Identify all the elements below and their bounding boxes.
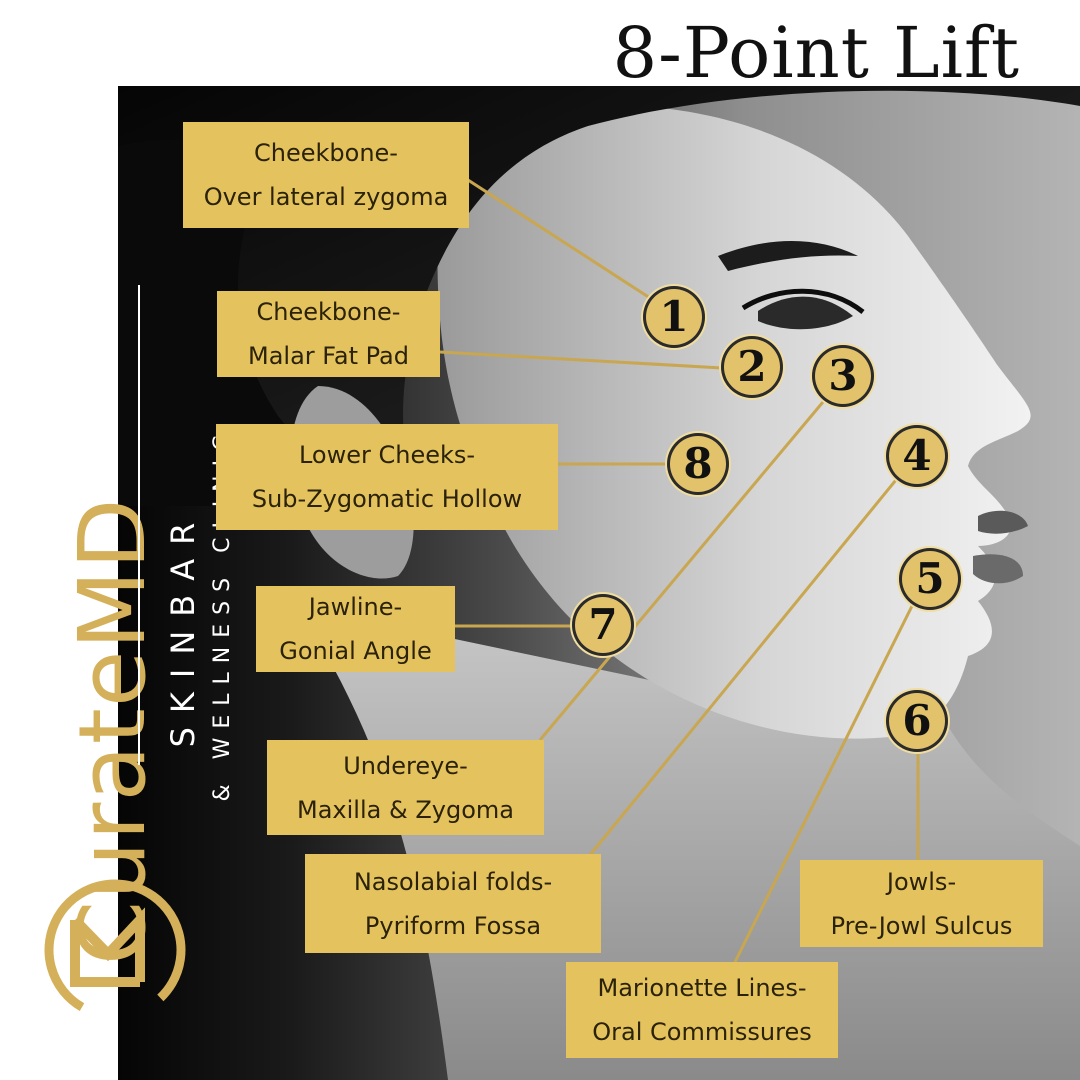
brand-block: CurateMD SKINBAR & WELLNESS CLINIC xyxy=(28,280,235,1040)
label-detail: Maxilla & Zygoma xyxy=(297,795,514,824)
label-detail: Oral Commissures xyxy=(592,1018,812,1046)
label-title: Jawline- xyxy=(308,593,403,621)
label-point-2: Cheekbone- Malar Fat Pad xyxy=(217,291,440,377)
connector-line-1 xyxy=(467,178,651,300)
connector-line-5 xyxy=(733,599,917,963)
marker-4: 4 xyxy=(886,425,948,487)
label-title: Undereye- xyxy=(343,751,468,780)
marker-1: 1 xyxy=(643,286,705,348)
label-detail: Malar Fat Pad xyxy=(248,342,409,370)
label-point-5: Marionette Lines- Oral Commissures xyxy=(566,962,838,1058)
label-point-4: Nasolabial folds- Pyriform Fossa xyxy=(305,854,601,953)
connector-line-3 xyxy=(538,395,830,741)
marker-7: 7 xyxy=(572,594,634,656)
connector-line-2 xyxy=(439,350,723,370)
label-title: Jowls- xyxy=(886,867,957,896)
label-title: Cheekbone- xyxy=(256,298,401,326)
label-title: Nasolabial folds- xyxy=(353,867,553,896)
label-detail: Sub-Zygomatic Hollow xyxy=(251,485,523,513)
connector-line-4 xyxy=(588,474,902,856)
brand-divider xyxy=(138,285,140,765)
label-point-7: Jawline- Gonial Angle xyxy=(256,586,455,672)
label-detail: Over lateral zygoma xyxy=(203,183,449,211)
marker-8: 8 xyxy=(667,433,729,495)
label-title: Lower Cheeks- xyxy=(298,441,476,469)
label-point-3: Undereye- Maxilla & Zygoma xyxy=(267,740,544,835)
label-point-1: Cheekbone- Over lateral zygoma xyxy=(183,122,469,228)
marker-5: 5 xyxy=(899,548,961,610)
marker-3: 3 xyxy=(812,345,874,407)
marker-2: 2 xyxy=(721,336,783,398)
label-title: Marionette Lines- xyxy=(597,974,807,1002)
label-detail: Pre-Jowl Sulcus xyxy=(830,911,1013,940)
cm-monogram-icon xyxy=(44,879,186,1021)
marker-6: 6 xyxy=(886,690,948,752)
label-detail: Pyriform Fossa xyxy=(364,911,542,940)
label-point-6: Jowls- Pre-Jowl Sulcus xyxy=(800,860,1043,947)
page-title: 8-Point Lift xyxy=(612,12,1020,94)
label-detail: Gonial Angle xyxy=(279,637,432,665)
label-point-8: Lower Cheeks- Sub-Zygomatic Hollow xyxy=(216,424,558,530)
label-title: Cheekbone- xyxy=(254,139,398,167)
